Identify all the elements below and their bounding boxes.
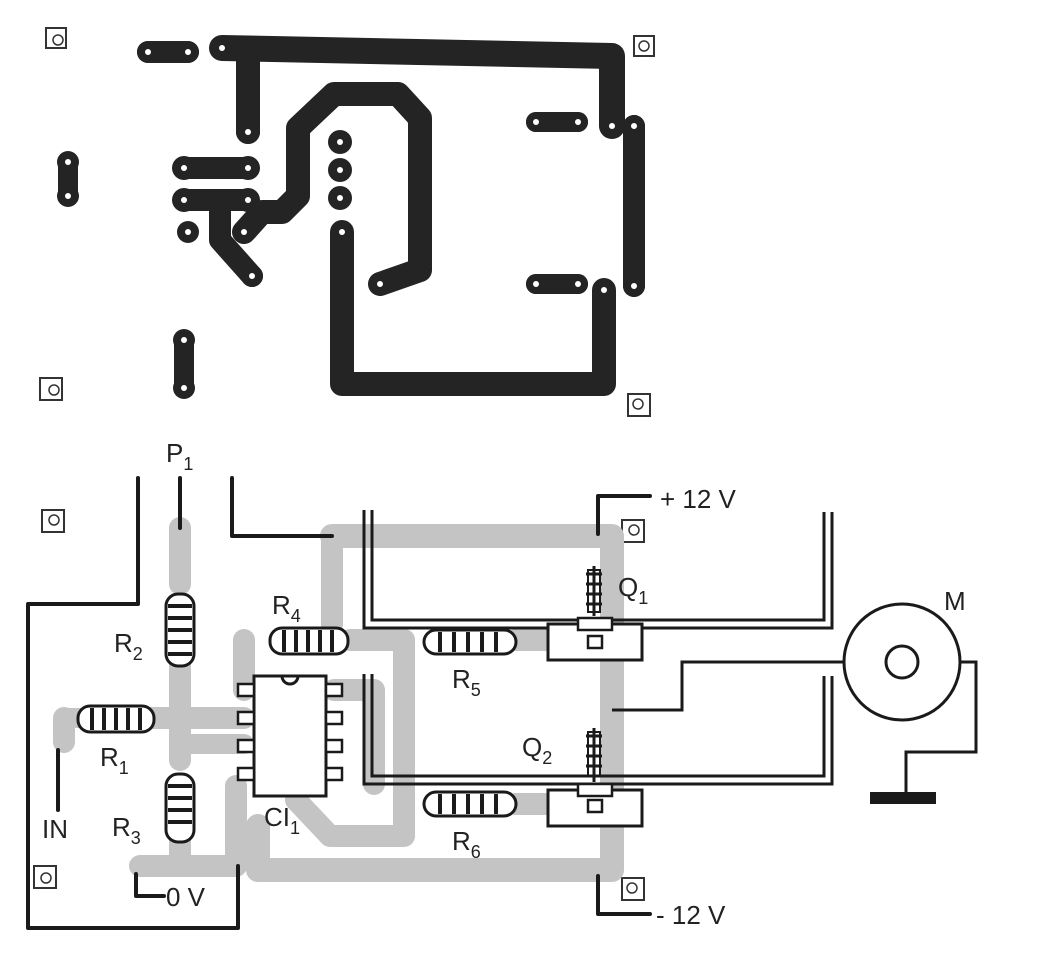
- solder-pads: [57, 37, 645, 399]
- label-motor: M: [944, 586, 966, 616]
- registration-mark: [33, 865, 57, 889]
- wire: [904, 660, 978, 796]
- resistor-r1: [76, 704, 156, 734]
- label-q2: Q2: [522, 732, 552, 768]
- registration-mark: [45, 27, 67, 49]
- wire: [230, 476, 334, 538]
- copper-trace: [209, 35, 625, 139]
- label-minus-12v: - 12 V: [656, 900, 726, 930]
- ground-bar: [870, 792, 936, 804]
- registration-mark: [41, 509, 65, 533]
- registration-mark: [633, 35, 655, 57]
- wire: [612, 660, 844, 712]
- heatsink: [370, 674, 826, 778]
- grey-traces: [53, 517, 624, 882]
- transistor-q1: [546, 566, 644, 662]
- label-plus-12v: + 12 V: [660, 484, 737, 514]
- label-r4: R4: [272, 590, 301, 626]
- label-ground: 0 V: [166, 882, 206, 912]
- copper-layout: [39, 27, 655, 417]
- wire: [134, 872, 166, 898]
- label-r2: R2: [114, 628, 143, 664]
- copper-trace: [232, 82, 432, 296]
- label-r3: R3: [112, 812, 141, 848]
- transistor-q2: [546, 728, 644, 828]
- registration-mark: [39, 377, 63, 401]
- resistor-r6: [422, 790, 518, 818]
- label-r5: R5: [452, 664, 481, 700]
- copper-trace: [330, 220, 616, 396]
- label-r1: R1: [100, 742, 129, 778]
- component-layout: [26, 476, 978, 930]
- label-r6: R6: [452, 826, 481, 862]
- label-input: IN: [42, 814, 68, 844]
- wire: [26, 476, 240, 930]
- resistor-r3: [164, 772, 196, 844]
- wire: [596, 494, 652, 536]
- ic-ci1: [236, 674, 344, 798]
- resistor-r2: [164, 592, 196, 668]
- resistor-r4: [268, 626, 350, 656]
- motor-m: [842, 602, 962, 722]
- label-ci1: CI1: [264, 802, 300, 838]
- registration-mark: [621, 877, 645, 901]
- label-q1: Q1: [618, 572, 648, 608]
- registration-mark: [627, 393, 651, 417]
- label-p1: P1: [166, 438, 193, 474]
- registration-mark: [621, 519, 645, 543]
- resistor-r5: [422, 628, 518, 656]
- wire: [596, 874, 652, 916]
